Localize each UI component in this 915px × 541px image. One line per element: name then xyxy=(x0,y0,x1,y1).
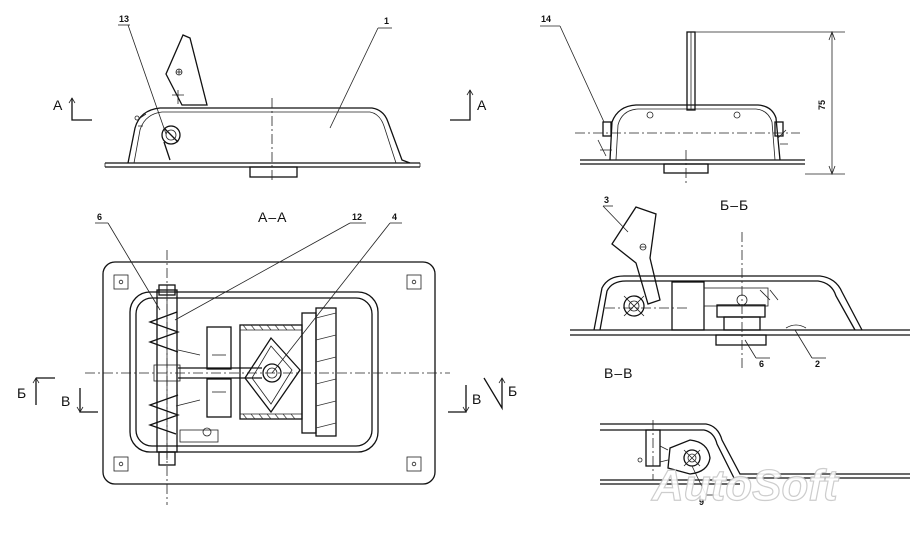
section-mark-b-left: Б xyxy=(17,385,26,401)
callout-2: 2 xyxy=(815,359,820,369)
section-view-bb: Б–Б 3 6 2 xyxy=(570,195,910,370)
section-mark-v-right: В xyxy=(472,391,481,407)
view-title-vv: В–В xyxy=(604,365,633,381)
callout-12: 12 xyxy=(352,212,362,222)
watermark-autosoft: AutoSoft xyxy=(651,461,840,510)
section-mark-v-left: В xyxy=(61,393,70,409)
callout-9: 9 xyxy=(699,497,704,507)
callout-6-bottom: 6 xyxy=(759,359,764,369)
plan-view-aa: А–А xyxy=(17,209,517,505)
dimension-75: 75 xyxy=(817,100,827,110)
view-title-bb: Б–Б xyxy=(720,197,749,213)
section-mark-a-left: А xyxy=(53,97,63,113)
side-view-top-left: 13 1 А А xyxy=(53,14,487,182)
callout-14: 14 xyxy=(541,14,551,24)
side-view-top-right: 75 14 xyxy=(540,14,845,185)
callout-13: 13 xyxy=(119,14,129,24)
view-title-aa: А–А xyxy=(258,209,287,225)
section-view-vv: В–В 9 xyxy=(600,365,910,507)
section-mark-b-right: Б xyxy=(508,383,517,399)
callout-3: 3 xyxy=(604,195,609,205)
section-mark-a-right: А xyxy=(477,97,487,113)
callout-1: 1 xyxy=(384,16,389,26)
callout-4: 4 xyxy=(392,212,397,222)
callout-6-top: 6 xyxy=(97,212,102,222)
